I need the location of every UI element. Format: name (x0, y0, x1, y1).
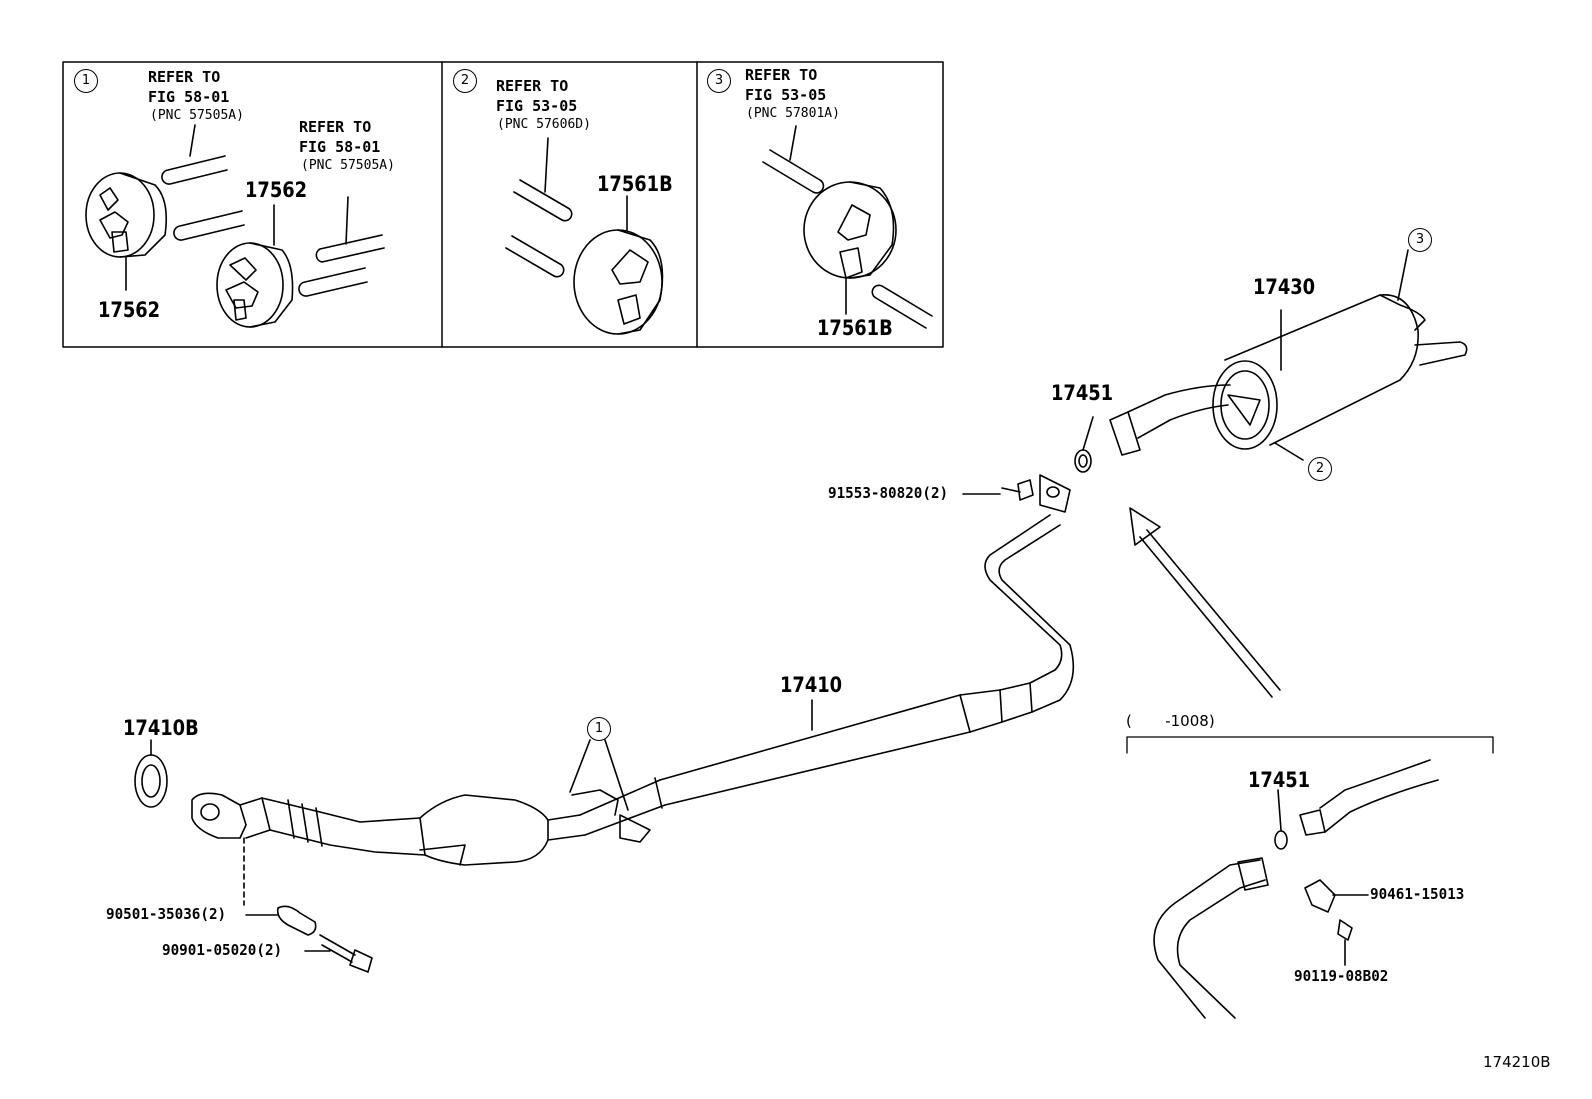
direction-arrow (1129, 507, 1281, 698)
part-bolt-inset: 90119-08B02 (1294, 967, 1389, 985)
part-gasket-top: 17451 (1051, 381, 1114, 405)
front-pipe-17410 (191, 474, 1075, 866)
part-front-pipe: 17410 (780, 673, 843, 697)
leader-lines (245, 249, 1409, 952)
part-spring-front: 90501-35036(2) (106, 905, 227, 923)
front-bolts (243, 837, 373, 973)
inset-2-refer-line1: REFER TO (496, 77, 569, 95)
callout-hanger-front: 1 (587, 717, 611, 741)
inset-1-pnc2: (PNC 57505A) (301, 158, 395, 173)
callout-muffler-rear: 2 (1308, 457, 1332, 481)
part-muffler: 17430 (1253, 275, 1316, 299)
inset-2-part: 17561B (597, 172, 673, 196)
inset-3-refer-line2: FIG 53-05 (745, 86, 827, 104)
callout-muffler-top: 3 (1408, 228, 1432, 252)
part-front-gasket: 17410B (123, 716, 199, 740)
part-clamp-inset: 90461-15013 (1370, 885, 1465, 903)
inset-2-refer-line2: FIG 53-05 (496, 97, 578, 115)
inset-1-part-right: 17562 (245, 178, 308, 202)
inset-1-refer-line2: FIG 58-01 (148, 88, 230, 106)
front-pipe-bolt (1001, 479, 1034, 501)
lower-inset-artwork (1126, 736, 1494, 1019)
inset-1-callout: 1 (74, 69, 98, 93)
inset-1-refer-line1: REFER TO (148, 68, 221, 86)
gasket-17451 (1074, 449, 1092, 473)
part-bolt-front-pipe: 91553-80820(2) (828, 484, 949, 502)
muffler-17430 (1109, 294, 1468, 456)
inset-1-refer2-line1: REFER TO (299, 118, 372, 136)
part-bolt-front: 90901-05020(2) (162, 941, 283, 959)
part-gasket-inset: 17451 (1248, 768, 1311, 792)
figure-code: 174210B (1483, 1053, 1551, 1071)
inset-1-refer2-line2: FIG 58-01 (299, 138, 381, 156)
front-gasket-ring (134, 739, 168, 808)
inset-3-refer-line1: REFER TO (745, 66, 818, 84)
inset-1-artwork (85, 124, 385, 328)
inset-1-part-left: 17562 (98, 298, 161, 322)
inset-1-pnc: (PNC 57505A) (150, 108, 244, 123)
inset-2-artwork (505, 137, 664, 335)
inset-3-callout: 3 (707, 69, 731, 93)
inset-frames (62, 61, 944, 348)
inset-date-range: ( -1008) (1126, 712, 1215, 730)
inset-3-artwork (762, 125, 933, 329)
inset-2-pnc: (PNC 57606D) (497, 117, 591, 132)
inset-3-pnc: (PNC 57801A) (746, 106, 840, 121)
inset-3-part: 17561B (817, 316, 893, 340)
inset-2-callout: 2 (453, 69, 477, 93)
